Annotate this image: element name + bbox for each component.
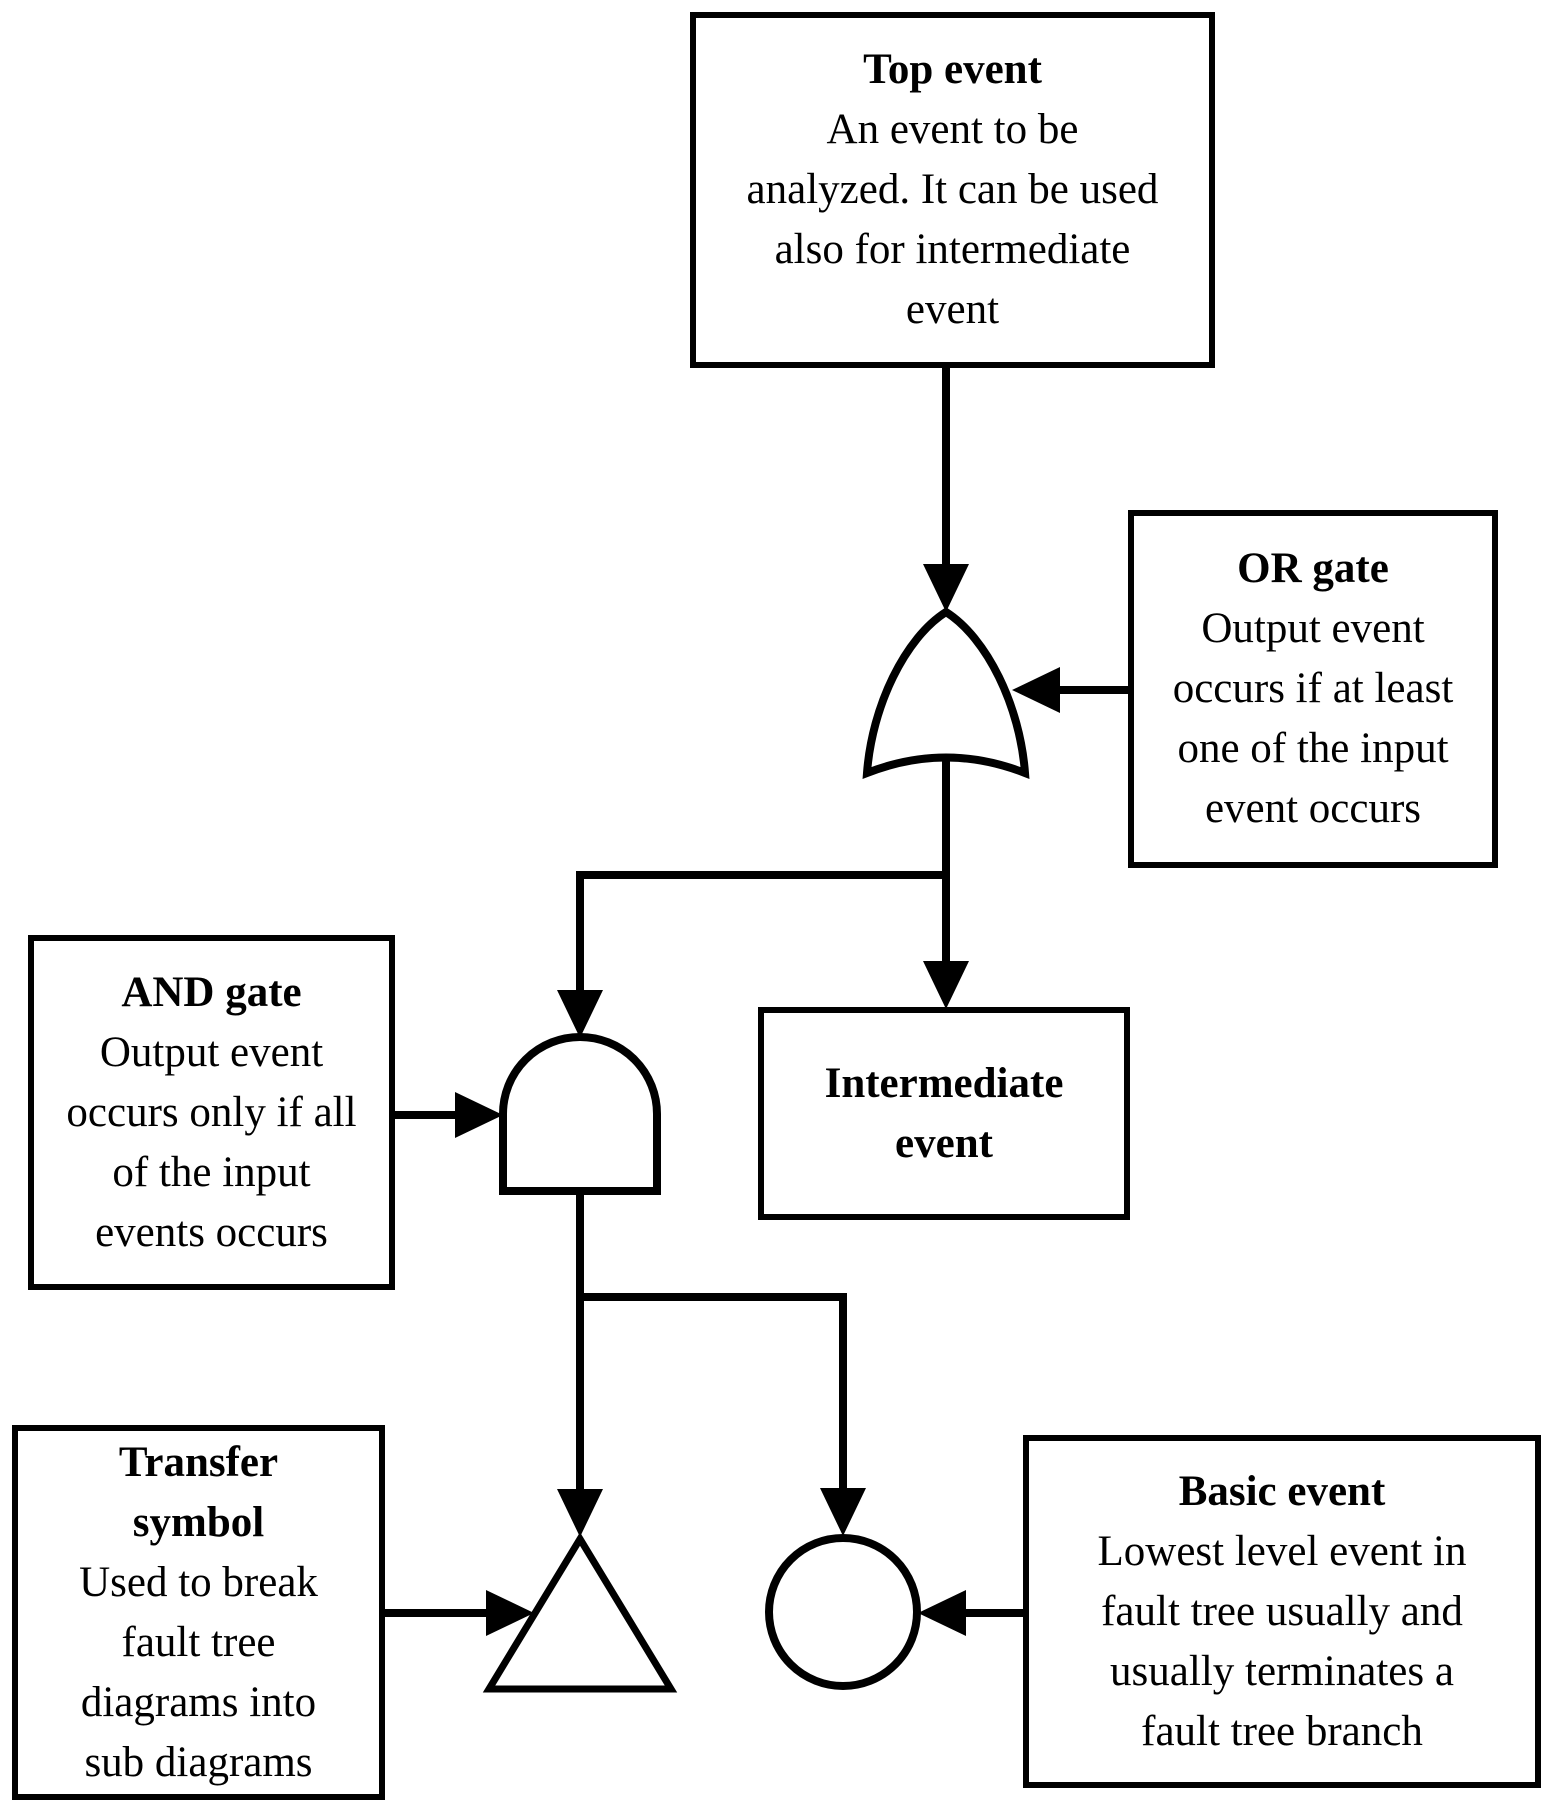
intermediate-event-box: Intermediate event xyxy=(758,1007,1130,1220)
connector-and-gate-branch xyxy=(557,1191,866,1537)
connector-or-gate-branch xyxy=(557,757,969,1038)
arrow-or-box-to-or-gate xyxy=(1012,667,1128,713)
arrowhead-to-intermediate-event xyxy=(923,961,969,1009)
transfer-symbol-description: Used to break fault tree diagrams into s… xyxy=(79,1558,318,1786)
basic-event-description: Lowest level event in fault tree usually… xyxy=(1097,1527,1467,1755)
top-event-title: Top event xyxy=(863,46,1042,93)
top-event-box: Top event An event to be analyzed. It ca… xyxy=(690,12,1215,368)
arrowhead-to-basic-event xyxy=(820,1488,866,1536)
or-gate-description: Output event occurs if at least one of t… xyxy=(1172,605,1454,832)
or-gate-box: OR gate Output event occurs if at least … xyxy=(1128,510,1498,868)
and-gate-symbol xyxy=(499,1033,661,1195)
basic-event-title: Basic event xyxy=(1178,1467,1386,1515)
basic-event-box: Basic event Lowest level event in fault … xyxy=(1023,1435,1541,1788)
and-gate-description: Output event occurs only if all of the i… xyxy=(66,1028,357,1256)
or-gate-symbol xyxy=(862,607,1030,780)
or-gate-title: OR gate xyxy=(1237,545,1389,592)
intermediate-event-title: Intermediate event xyxy=(824,1059,1064,1167)
transfer-triangle-symbol xyxy=(482,1532,678,1693)
arrowhead-to-transfer-symbol xyxy=(557,1489,603,1537)
and-gate-box: AND gate Output event occurs only if all… xyxy=(28,935,395,1290)
and-gate-title: AND gate xyxy=(121,968,302,1016)
arrow-transfer-box-to-triangle xyxy=(385,1590,534,1636)
arrow-and-box-to-and-gate xyxy=(395,1092,503,1138)
transfer-symbol-box: Transfer symbol Used to break fault tree… xyxy=(12,1425,385,1800)
arrow-top-event-to-or-gate xyxy=(923,368,969,612)
top-event-description: An event to be analyzed. It can be used … xyxy=(746,106,1159,333)
arrow-basic-box-to-circle xyxy=(918,1590,1023,1636)
arrowhead-to-and-gate xyxy=(557,990,603,1038)
transfer-symbol-title: Transfer symbol xyxy=(118,1438,279,1546)
basic-event-circle-symbol xyxy=(765,1534,921,1690)
